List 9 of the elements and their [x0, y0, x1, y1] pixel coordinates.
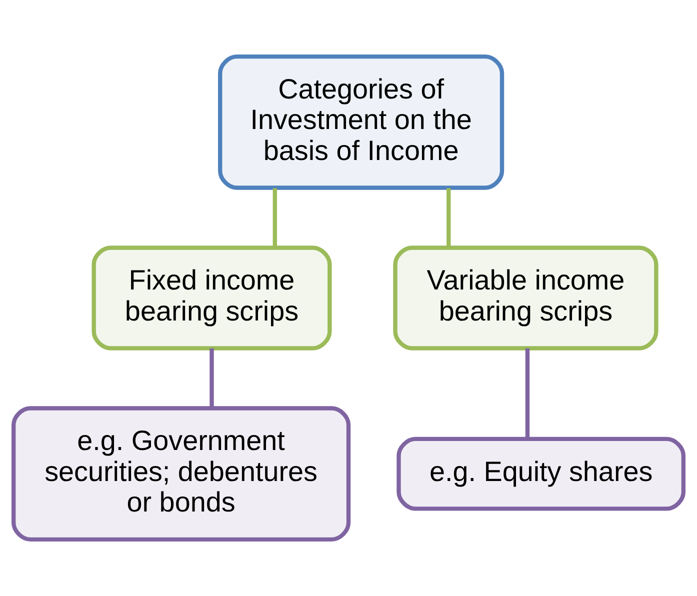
connector: [446, 188, 451, 248]
node-box: e.g. Equity shares: [396, 436, 686, 511]
node-box: Variable income bearing scrips: [393, 246, 658, 350]
node-box: Fixed income bearing scrips: [92, 246, 332, 350]
node-box: e.g. Government securities; debentures or bonds: [12, 406, 351, 542]
connector: [210, 348, 214, 408]
node-box: Categories of Investment on the basis of Income: [218, 54, 504, 190]
connector: [525, 348, 530, 438]
connector: [272, 188, 277, 248]
